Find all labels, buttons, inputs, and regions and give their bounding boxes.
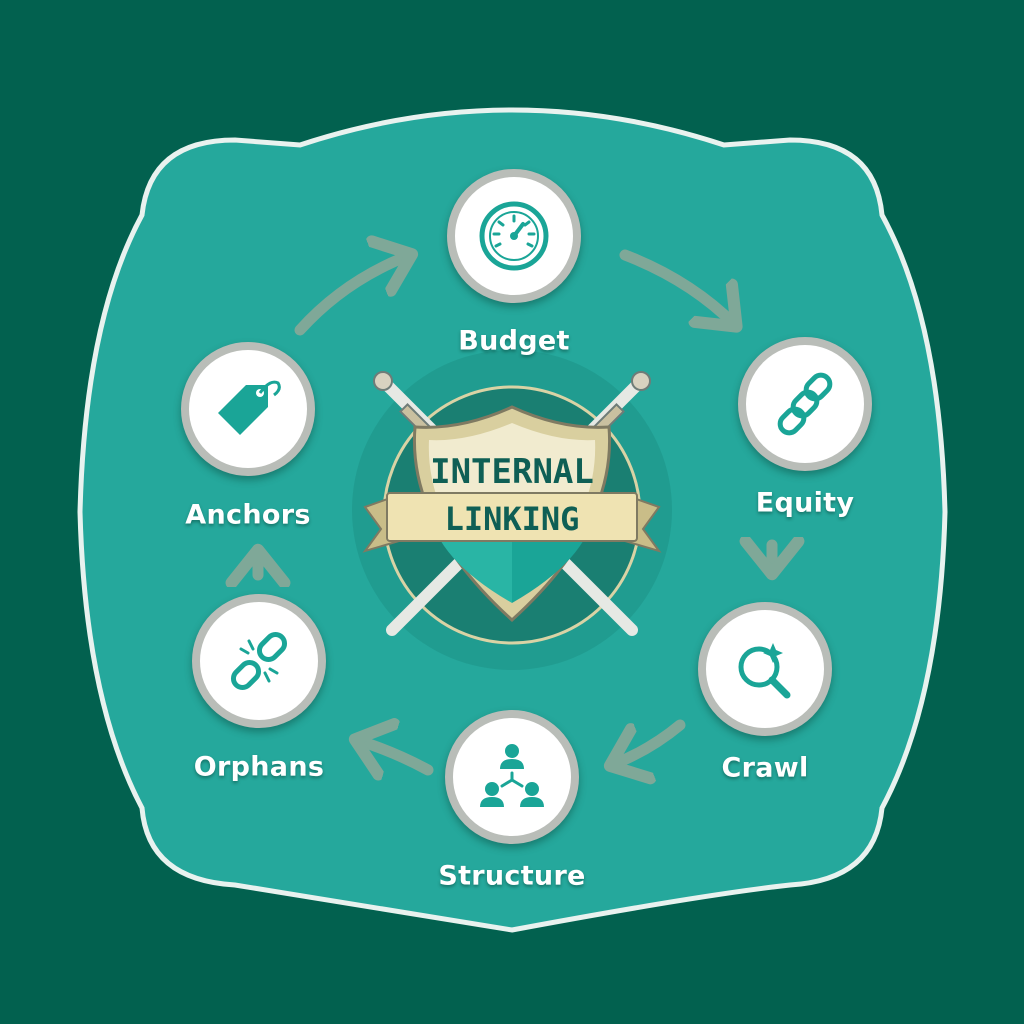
equity-label: Equity bbox=[755, 487, 855, 519]
structure-label: Structure bbox=[438, 860, 586, 892]
chain-icon bbox=[777, 372, 833, 436]
tag-icon bbox=[218, 380, 281, 435]
arrow-anchors-to-budget bbox=[294, 255, 410, 336]
orphans-node[interactable] bbox=[192, 594, 326, 728]
crawl-label: Crawl bbox=[721, 752, 809, 784]
emblem-title-line1: INTERNAL bbox=[430, 452, 594, 492]
anchors-node[interactable] bbox=[181, 342, 315, 476]
equity-node[interactable] bbox=[738, 337, 872, 471]
budget-label: Budget bbox=[458, 325, 570, 357]
broken-link-icon bbox=[230, 631, 288, 691]
hierarchy-people-icon bbox=[480, 744, 544, 807]
gauge-icon bbox=[479, 201, 549, 271]
shield-swords-icon bbox=[352, 350, 672, 670]
magnifier-sparkle-icon bbox=[738, 643, 791, 699]
internal-linking-emblem: INTERNAL LINKING bbox=[347, 345, 677, 675]
arrow-crawl-to-structure bbox=[612, 719, 686, 765]
anchors-label: Anchors bbox=[185, 499, 311, 531]
emblem-title-line2: LINKING bbox=[444, 500, 580, 538]
structure-node[interactable] bbox=[445, 710, 579, 844]
arrow-structure-to-orphans bbox=[357, 740, 434, 770]
arrow-budget-to-equity bbox=[619, 249, 735, 325]
orphans-label: Orphans bbox=[193, 751, 325, 783]
budget-node[interactable] bbox=[447, 169, 581, 303]
crawl-node[interactable] bbox=[698, 602, 832, 736]
